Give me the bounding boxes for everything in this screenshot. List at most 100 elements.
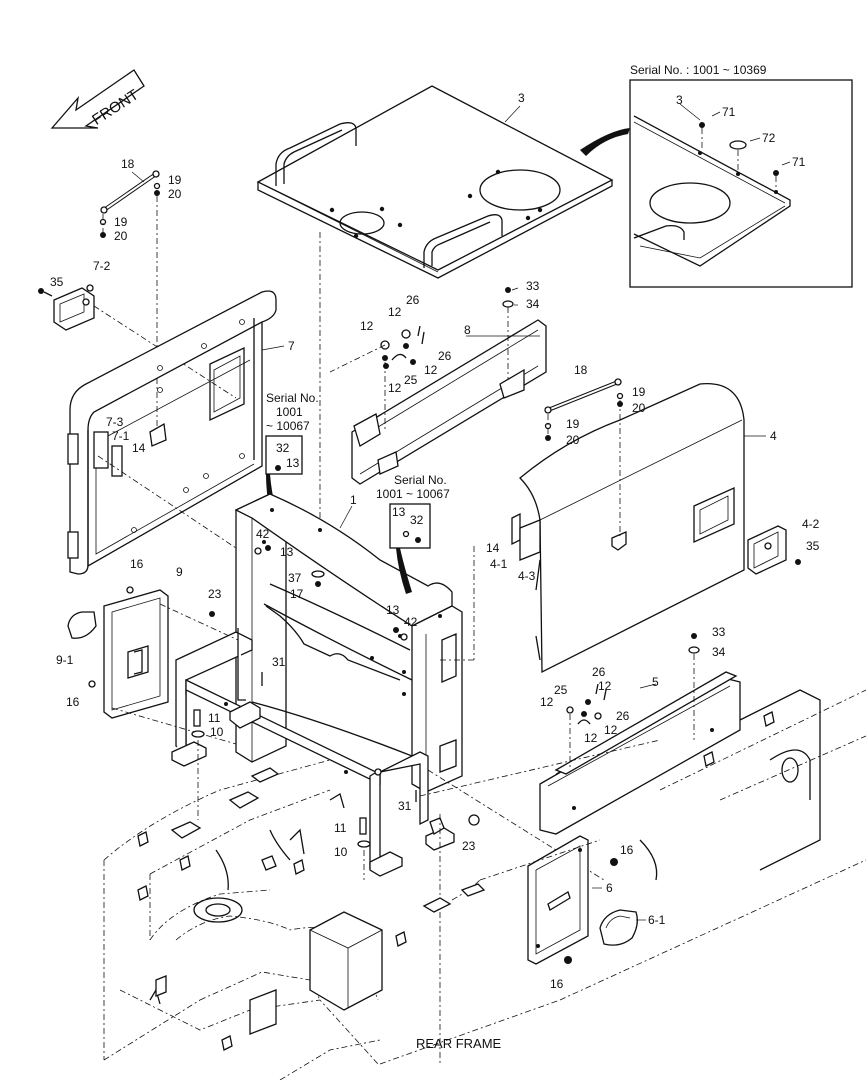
callout-1: 1 [350, 493, 357, 507]
callout-26-b: 26 [438, 349, 452, 363]
callout-12-e: 12 [598, 679, 612, 693]
callout-4-2: 4-2 [802, 517, 820, 531]
callout-6-1: 6-1 [648, 913, 666, 927]
callout-6: 6 [606, 881, 613, 895]
detail-inset: Serial No. : 1001 ~ 10369 3 71 72 71 [629, 63, 853, 288]
callout-7-1: 7-1 [112, 429, 130, 443]
callout-10-b: 10 [334, 845, 348, 859]
callout-31-a: 31 [272, 655, 286, 669]
plug-72 [729, 140, 747, 150]
callout-20-d: 20 [566, 433, 580, 447]
callout-37: 37 [288, 571, 302, 585]
callout-4-1: 4-1 [490, 557, 508, 571]
callout-26-a: 26 [406, 293, 420, 307]
top-cover-3: 3 [256, 85, 614, 279]
callout-26-d: 26 [616, 709, 630, 723]
inset-pointer-arrow [580, 128, 630, 156]
serial-left-line2: 1001 [276, 405, 303, 419]
callout-14-b: 14 [486, 541, 500, 555]
callout-34-a: 34 [526, 297, 540, 311]
callout-19-a: 19 [168, 173, 182, 187]
callout-19-b: 19 [114, 215, 128, 229]
serial-center-box [389, 503, 431, 549]
callout-32-b: 32 [410, 513, 424, 527]
latch-7-2: 7-2 35 [38, 259, 237, 399]
callout-33-b: 33 [712, 625, 726, 639]
callout-16-b: 16 [66, 695, 80, 709]
callout-13-c: 13 [280, 545, 294, 559]
callout-42-a: 42 [256, 527, 270, 541]
callout-4-3: 4-3 [518, 569, 536, 583]
callout-13-b: 13 [392, 505, 406, 519]
callout-20-b: 20 [114, 229, 128, 243]
callout-4: 4 [770, 429, 777, 443]
callout-16-d: 16 [550, 977, 564, 991]
callout-9: 9 [176, 565, 183, 579]
callout-16-a: 16 [130, 557, 144, 571]
callout-25-a: 25 [404, 373, 418, 387]
serial-note-center: Serial No. 1001 ~ 10067 13 32 [376, 473, 450, 594]
serial-left-line1: Serial No. [266, 391, 319, 405]
callout-31-b: 31 [398, 799, 412, 813]
callout-10-a: 10 [210, 725, 224, 739]
callout-19-c: 19 [632, 385, 646, 399]
callout-14-a: 14 [132, 441, 146, 455]
callout-9-1: 9-1 [56, 653, 74, 667]
callout-25-b: 25 [554, 683, 568, 697]
callout-71-a: 71 [722, 105, 736, 119]
callout-34-b: 34 [712, 645, 726, 659]
callout-12-h: 12 [584, 731, 598, 745]
callout-7: 7 [288, 339, 295, 353]
callout-35-b: 35 [806, 539, 820, 553]
inset-serial-label: Serial No. : 1001 ~ 10369 [630, 63, 767, 77]
rear-frame-label: REAR FRAME [416, 1036, 502, 1051]
serial-center-line2: 1001 ~ 10067 [376, 487, 450, 501]
callout-12-f: 12 [540, 695, 554, 709]
callout-35-a: 35 [50, 275, 64, 289]
callout-32-a: 32 [276, 441, 290, 455]
serial-center-line1: Serial No. [394, 473, 447, 487]
callout-11-b: 11 [334, 821, 347, 835]
frame-1: 1 37 17 42 13 13 42 [171, 493, 475, 877]
serial-left-line3: ~ 10067 [266, 419, 310, 433]
rear-frame-outline [103, 689, 867, 1080]
callout-17: 17 [290, 587, 304, 601]
callout-5: 5 [652, 675, 659, 689]
callout-72: 72 [762, 131, 776, 145]
callout-18-right: 18 [574, 363, 588, 377]
callout-7-2: 7-2 [93, 259, 111, 273]
cover-6: 16 6 6-1 16 [527, 835, 666, 991]
callout-12-b: 12 [388, 305, 402, 319]
callout-26-c: 26 [592, 665, 606, 679]
callout-18-left: 18 [121, 157, 135, 171]
callout-8: 8 [464, 323, 471, 337]
side-door-7: 7 7-3 7-1 14 [67, 290, 295, 575]
inset-frame [629, 79, 853, 288]
rear-panel-5: 5 33 34 26 12 25 12 26 12 12 [539, 625, 741, 835]
callout-71-b: 71 [792, 155, 806, 169]
fasteners-left: 31 11 10 [191, 655, 286, 820]
bolt-71-a [699, 122, 705, 128]
callout-33-a: 33 [526, 279, 540, 293]
rear-panel-8: 8 33 34 26 12 12 26 12 25 12 [329, 279, 547, 485]
callout-12-d: 12 [388, 381, 402, 395]
callout-12-a: 12 [360, 319, 374, 333]
bolt-71-b [773, 170, 779, 176]
callout-16-c: 16 [620, 843, 634, 857]
callout-20-c: 20 [632, 401, 646, 415]
callout-13-d: 13 [386, 603, 400, 617]
callout-23-b: 23 [462, 839, 476, 853]
serial-left-box [265, 435, 303, 475]
front-arrow-icon: FRONT [50, 69, 145, 129]
callout-11-a: 11 [208, 711, 221, 725]
gas-spring-18-right: 18 19 20 19 20 [544, 363, 646, 447]
callout-12-c: 12 [424, 363, 438, 377]
callout-42-b: 42 [404, 615, 418, 629]
callout-12-g: 12 [604, 723, 618, 737]
callout-7-3: 7-3 [106, 415, 124, 429]
callout-19-d: 19 [566, 417, 580, 431]
callout-3-inset: 3 [676, 93, 683, 107]
callout-20-a: 20 [168, 187, 182, 201]
